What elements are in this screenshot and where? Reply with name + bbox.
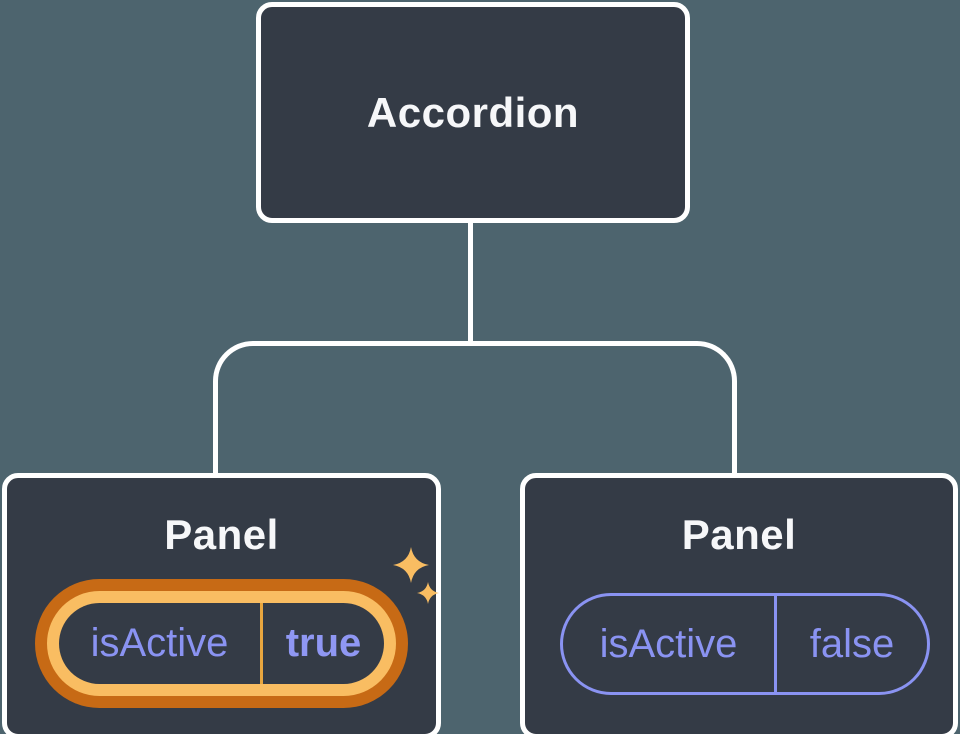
- panel-label: Panel: [681, 511, 797, 558]
- state-pill-highlighted: isActive true: [35, 579, 408, 708]
- state-value: true: [285, 621, 362, 665]
- panel-label: Panel: [164, 511, 279, 558]
- state-key: isActive: [90, 621, 229, 665]
- accordion-label: Accordion: [366, 88, 580, 136]
- pill-divider: [260, 603, 263, 684]
- state-pill: isActive false: [560, 593, 930, 695]
- connector-stem: [468, 223, 473, 343]
- state-key: isActive: [599, 621, 738, 666]
- connector-branches: [213, 341, 737, 473]
- accordion-node: Accordion: [256, 2, 690, 223]
- sparkle-icon: [393, 547, 439, 604]
- panel-node-active: Panel isActive true: [2, 473, 441, 734]
- panel-node-inactive: Panel isActive false: [520, 473, 958, 734]
- highlight-ring: isActive true: [47, 591, 396, 696]
- state-value: false: [809, 621, 895, 666]
- pill-divider: [774, 596, 777, 692]
